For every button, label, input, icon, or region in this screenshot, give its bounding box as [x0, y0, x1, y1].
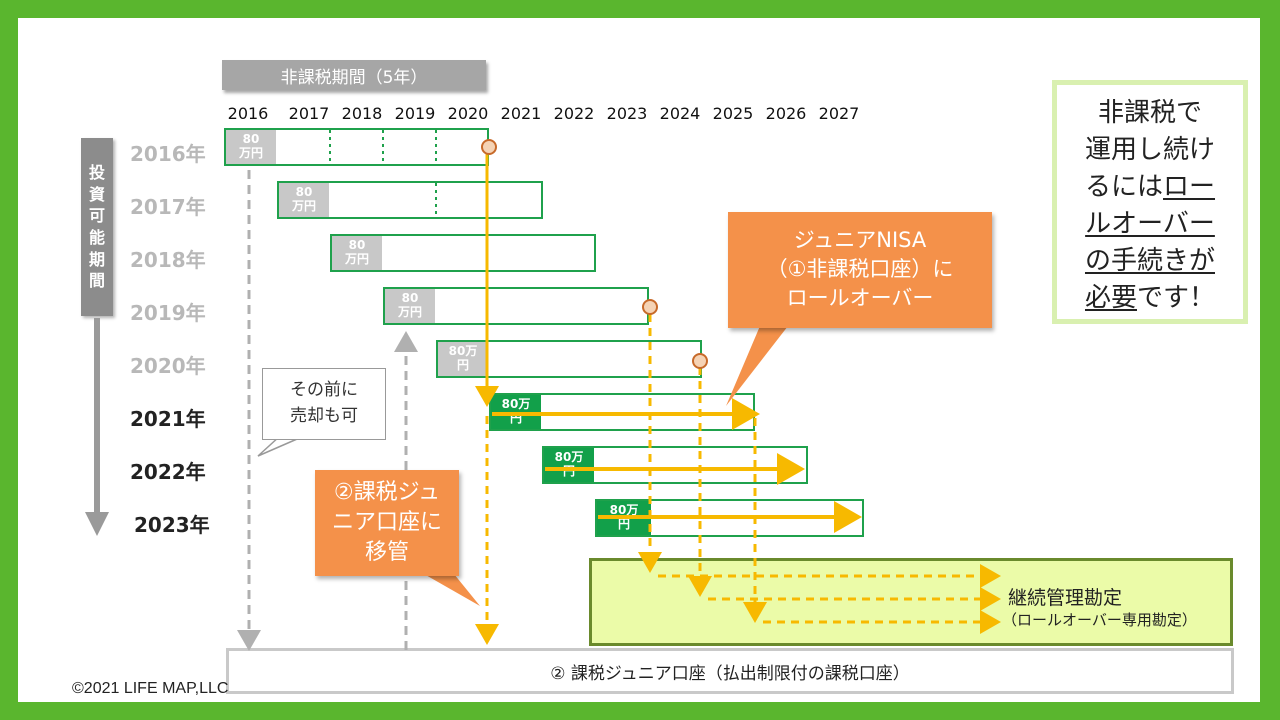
- investment-period-label: 投 資 可 能 期 間: [81, 138, 113, 316]
- row-year-label: 2021年: [130, 407, 206, 431]
- period-box-2023: [595, 499, 864, 537]
- taxable-callout-tail: [424, 574, 480, 606]
- taxable-junior-account: ② 課税ジュニア口座（払出制限付の課税口座）: [226, 648, 1234, 694]
- continuous-account-title: 継続管理勘定: [1008, 587, 1123, 609]
- year-label: 2022: [553, 104, 595, 123]
- slide-canvas: 非課税期間（5年） 2016 2017 2018 2019 2020 2021 …: [18, 18, 1260, 702]
- row-year-label: 2023年: [134, 513, 210, 537]
- rollover-callout-tail: [726, 326, 788, 406]
- continuous-management-account: 継続管理勘定 （ロールオーバー専用勘定）: [589, 558, 1233, 646]
- row-year-label: 2016年: [130, 142, 206, 166]
- year-label: 2020: [447, 104, 489, 123]
- year-label: 2023: [606, 104, 648, 123]
- period-box-2022: [542, 446, 808, 484]
- year-label: 2019: [394, 104, 436, 123]
- diagram-overlay: [85, 130, 1001, 651]
- year-label: 2026: [765, 104, 807, 123]
- period-box-2017: [277, 181, 543, 219]
- copyright: ©2021 LIFE MAP,LLC: [72, 680, 229, 697]
- row-year-label: 2018年: [130, 248, 206, 272]
- row-year-label: 2020年: [130, 354, 206, 378]
- period-end-marker: [692, 353, 708, 369]
- year-label: 2018: [341, 104, 383, 123]
- row-year-label: 2019年: [130, 301, 206, 325]
- year-label: 2017: [288, 104, 330, 123]
- row-year-label: 2022年: [130, 460, 206, 484]
- year-label: 2021: [500, 104, 542, 123]
- continuous-account-subtitle: （ロールオーバー専用勘定）: [1002, 611, 1197, 629]
- amount-block: 80万円: [438, 342, 488, 376]
- sell-before-callout: その前に 売却も可: [262, 368, 386, 440]
- year-label: 2027: [818, 104, 860, 123]
- taxable-transfer-callout: ②課税ジュ ニア口座に 移管: [315, 470, 459, 576]
- period-box-2018: [330, 234, 596, 272]
- row-year-label: 2017年: [130, 195, 206, 219]
- rollover-notice-box: 非課税で 運用し続け るにはロー ルオーバー の手続きが 必要です！: [1052, 80, 1248, 324]
- down-arrow-head: [85, 512, 109, 536]
- year-label: 2024: [659, 104, 701, 123]
- year-dividers: [329, 130, 437, 217]
- period-end-marker: [481, 139, 497, 155]
- tax-free-period-header: 非課税期間（5年）: [222, 60, 486, 90]
- rollover-callout: ジュニアNISA （①非課税口座）に ロールオーバー: [728, 212, 992, 328]
- year-label: 2016: [227, 104, 269, 123]
- year-label: 2025: [712, 104, 754, 123]
- period-end-marker: [642, 299, 658, 315]
